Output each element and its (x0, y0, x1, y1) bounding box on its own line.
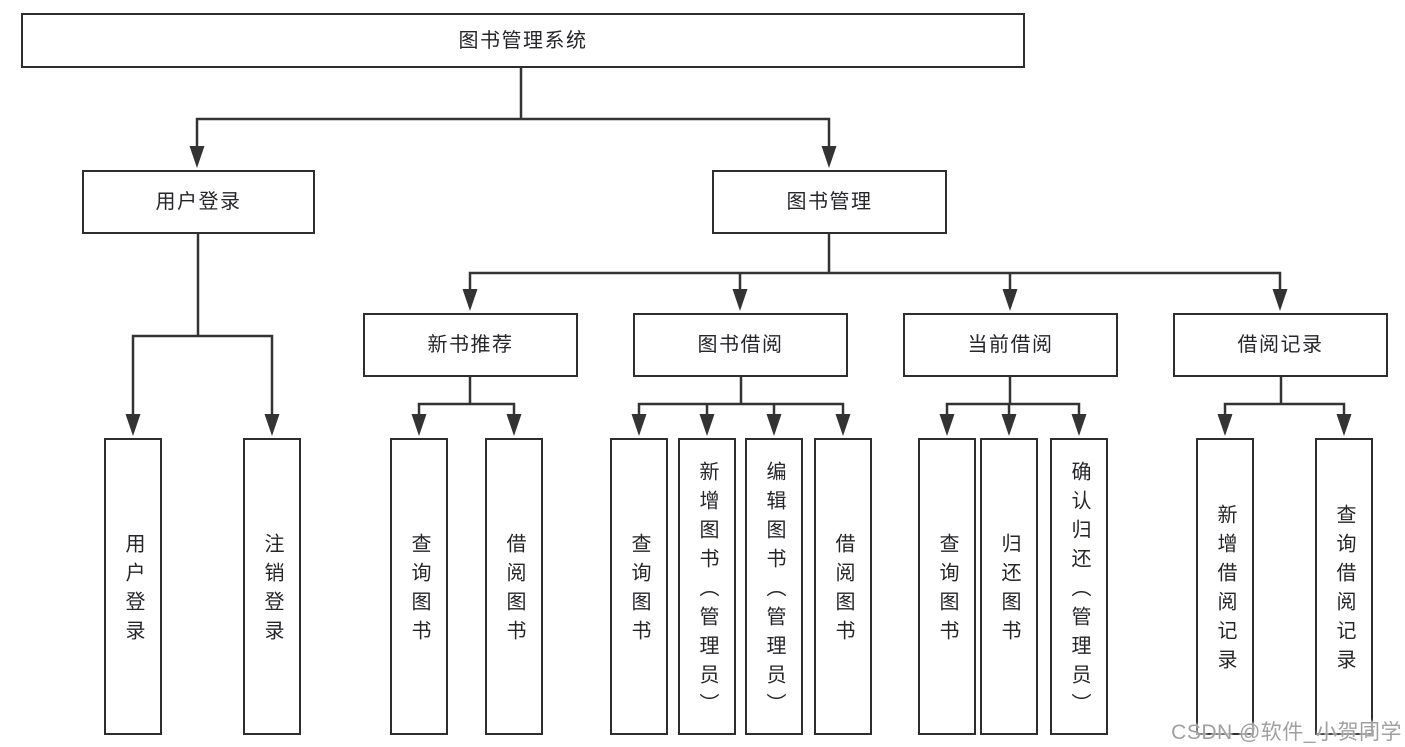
arrowhead-icon (1002, 289, 1018, 311)
leaf-current-query-books: 查询图书 (918, 438, 976, 735)
node-current-borrow: 当前借阅 (903, 313, 1118, 377)
node-label: 查询图书 (408, 533, 430, 649)
arrowhead-icon (1272, 289, 1288, 311)
arrowhead-icon (125, 414, 141, 436)
node-label: 确认归还（管理员） (1068, 460, 1090, 722)
node-label: 编辑图书（管理员） (763, 460, 785, 722)
arrowhead-icon (939, 414, 955, 436)
leaf-borrow-add-books-admin: 新增图书（管理员） (678, 438, 736, 735)
node-label: 用户登录 (122, 533, 144, 649)
connector-newbook-to-leaves (417, 375, 516, 418)
arrowhead-icon (411, 414, 427, 436)
arrowhead-icon (835, 414, 851, 436)
node-book-management: 图书管理 (712, 170, 947, 234)
arrowhead-icon (506, 414, 522, 436)
node-label: 归还图书 (998, 533, 1020, 649)
node-borrow-records: 借阅记录 (1173, 313, 1388, 377)
node-label: 用户登录 (155, 191, 242, 213)
leaf-newbook-query-books: 查询图书 (390, 438, 448, 735)
arrowhead-icon (264, 414, 280, 436)
arrowhead-icon (1071, 414, 1087, 436)
leaf-current-return-books: 归还图书 (980, 438, 1038, 735)
node-label: 图书管理系统 (458, 29, 588, 52)
leaf-records-query-record: 查询借阅记录 (1315, 438, 1373, 735)
node-user-login: 用户登录 (82, 170, 315, 234)
leaf-records-add-record: 新增借阅记录 (1196, 438, 1254, 735)
node-label: 借阅记录 (1237, 334, 1324, 356)
arrowhead-icon (189, 146, 205, 168)
node-book-borrow: 图书借阅 (633, 313, 848, 377)
arrowhead-icon (699, 414, 715, 436)
arrowhead-icon (766, 414, 782, 436)
leaf-newbook-borrow-books: 借阅图书 (485, 438, 543, 735)
node-label: 图书借阅 (697, 334, 784, 356)
leaf-logout: 注销登录 (243, 438, 301, 735)
connector-currentborrow-to-leaves (945, 375, 1081, 418)
node-label: 查询图书 (936, 533, 958, 649)
node-label: 注销登录 (261, 533, 283, 649)
arrowhead-icon (732, 289, 748, 311)
arrowhead-icon (462, 289, 478, 311)
connector-borrowrecord-to-leaves (1223, 375, 1346, 418)
node-label: 查询图书 (628, 533, 650, 649)
connector-bookborrow-to-leaves (637, 375, 845, 418)
leaf-borrow-borrow-books: 借阅图书 (814, 438, 872, 735)
connector-root-to-level2 (195, 66, 831, 152)
leaf-borrow-query-books: 查询图书 (610, 438, 668, 735)
arrowhead-icon (631, 414, 647, 436)
node-label: 借阅图书 (503, 533, 525, 649)
node-label: 图书管理 (786, 191, 873, 213)
arrowhead-icon (1336, 414, 1352, 436)
connector-userlogin-to-leaves (131, 232, 274, 418)
arrowhead-icon (821, 146, 837, 168)
node-label: 借阅图书 (832, 533, 854, 649)
node-label: 查询借阅记录 (1333, 504, 1355, 678)
connector-bookmgmt-to-level3 (468, 232, 1282, 298)
node-label: 新增借阅记录 (1214, 504, 1236, 678)
arrowhead-icon (1001, 414, 1017, 436)
node-label: 当前借阅 (967, 334, 1054, 356)
leaf-borrow-edit-books-admin: 编辑图书（管理员） (745, 438, 803, 735)
node-label: 新书推荐 (427, 334, 514, 356)
node-label: 新增图书（管理员） (696, 460, 718, 722)
node-new-book-recommend: 新书推荐 (363, 313, 578, 377)
node-library-system: 图书管理系统 (21, 13, 1025, 68)
csdn-watermark: CSDN @软件_小贺同学 (1171, 721, 1402, 744)
leaf-user-login: 用户登录 (104, 438, 162, 735)
arrowhead-icon (1217, 414, 1233, 436)
leaf-current-confirm-return-admin: 确认归还（管理员） (1050, 438, 1108, 735)
